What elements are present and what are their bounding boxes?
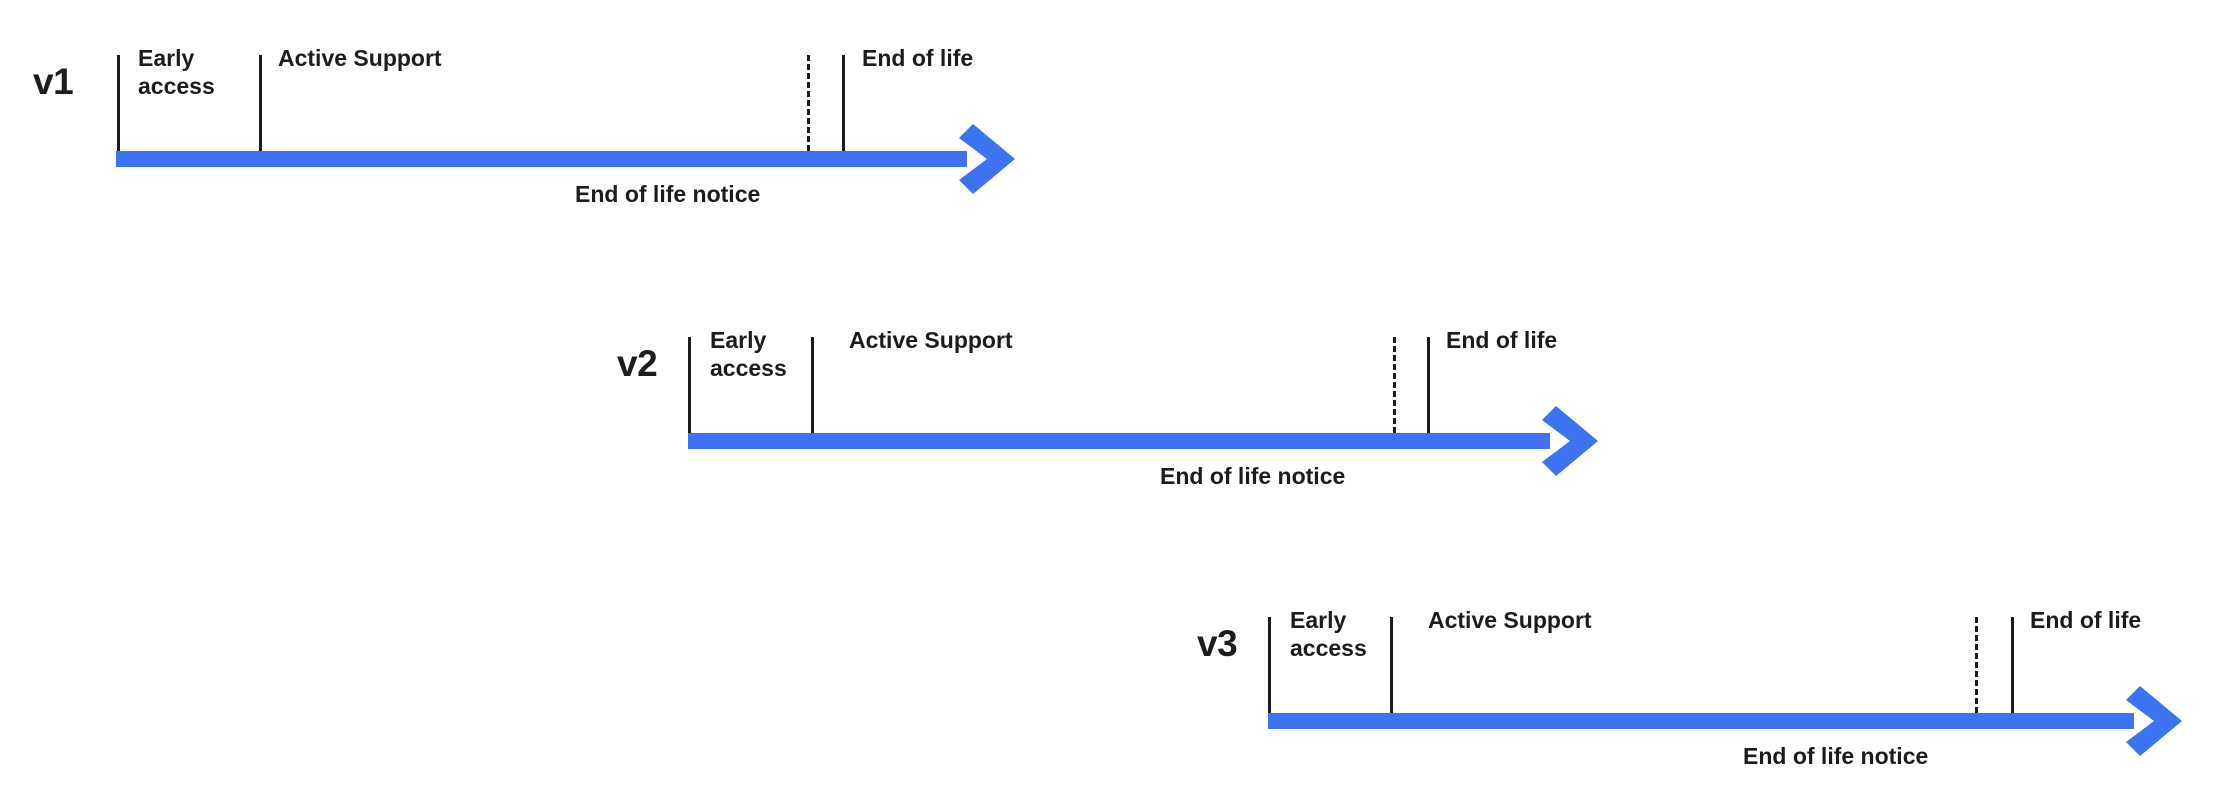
phase-label-v2-2: End of life [1446, 327, 1558, 353]
tick-end-of-life-start-v3 [2011, 617, 2014, 713]
lifecycle-arrow-head-v3 [2126, 686, 2182, 756]
lifecycle-arrow-shaft-v3 [1268, 713, 2134, 729]
tick-early-access-start-v1 [117, 55, 120, 151]
lifecycle-arrow-head-v2 [1542, 406, 1598, 476]
version-label-v3: v3 [1197, 623, 1238, 664]
phase-label-v1-1: Active Support [278, 45, 442, 71]
lifecycle-arrow-shaft-v2 [688, 433, 1550, 449]
phase-label-v3-2: End of life [2030, 607, 2142, 633]
end-of-life-notice-label-v2: End of life notice [1160, 463, 1346, 489]
phase-label-v3-0: Early access [1290, 607, 1367, 661]
phase-label-v2-0: Early access [710, 327, 787, 381]
tick-active-support-start-v1 [259, 55, 262, 151]
tick-early-access-start-v2 [688, 337, 691, 433]
tick-end-of-life-start-v2 [1427, 337, 1430, 433]
tick-active-support-start-v3 [1390, 617, 1393, 713]
tick-end-of-life-notice-start-v3 [1975, 617, 1978, 713]
phase-label-v2-1: Active Support [849, 327, 1013, 353]
tick-active-support-start-v2 [811, 337, 814, 433]
version-label-v2: v2 [617, 343, 658, 384]
phase-label-v3-1: Active Support [1428, 607, 1592, 633]
version-label-v1: v1 [33, 61, 74, 102]
lifecycle-arrow-head-v1 [959, 124, 1015, 194]
tick-end-of-life-notice-start-v1 [807, 55, 810, 151]
phase-label-v1-2: End of life [862, 45, 974, 71]
tick-early-access-start-v3 [1268, 617, 1271, 713]
tick-end-of-life-start-v1 [842, 55, 845, 151]
end-of-life-notice-label-v1: End of life notice [575, 181, 761, 207]
end-of-life-notice-label-v3: End of life notice [1743, 743, 1929, 769]
phase-label-v1-0: Early access [138, 45, 215, 99]
tick-end-of-life-notice-start-v2 [1393, 337, 1396, 433]
lifecycle-arrow-shaft-v1 [116, 151, 967, 167]
